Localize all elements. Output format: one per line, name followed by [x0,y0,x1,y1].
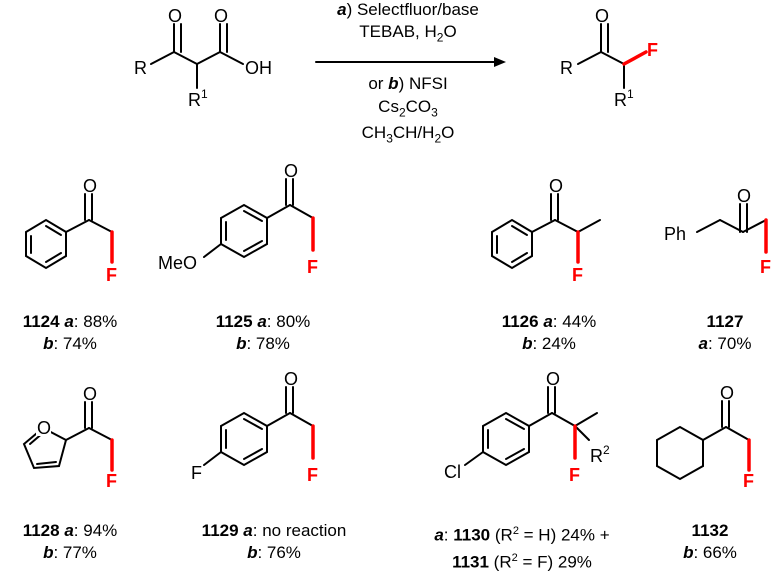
atom-O: O [546,369,560,389]
atom-O: O [168,6,182,26]
atom-OH: OH [245,58,272,78]
atom-Cl: Cl [444,462,461,482]
label-1132: 1132 b: 66% [683,521,737,562]
atom-R1: R1 [614,87,634,110]
atom-R: R [134,58,147,78]
product-general [577,23,648,89]
atom-R1: R1 [188,87,208,110]
structure-1130-1131 [464,386,598,467]
starting-material [150,23,244,89]
atom-F: F [191,463,202,483]
atom-F: F [647,40,658,60]
atom-R: R [560,58,573,78]
atom-O: O [214,6,228,26]
atom-F: F [572,265,583,285]
label-1129: 1129 a: no reaction b: 76% [201,521,347,562]
conditions-a-line2: TEBAB, H2O [359,22,457,45]
label-1128: 1128 a: 94% b: 77% [22,521,118,562]
structure-1129 [203,386,315,467]
structure-1127 [696,203,768,254]
atom-F: F [760,257,771,277]
structure-1124 [25,193,114,270]
atom-O: O [37,418,51,438]
label-1125: 1125 a: 80% b: 78% [215,312,311,353]
label-1126: 1126 a: 44% b: 24% [501,312,597,353]
structure-1125 [203,178,315,259]
atom-F: F [569,465,580,485]
conditions-a-line1: a) Selectfluor/base [337,0,479,19]
atom-O: O [737,186,751,206]
reaction-arrow [315,57,506,67]
conditions-b-line3: CH3CH/H2O [361,123,455,146]
atom-O: O [83,384,97,404]
atom-O: O [83,176,97,196]
conditions-b-line2: Cs2CO3 [378,97,438,120]
atom-F: F [743,471,754,491]
label-1127: 1127 a: 70% [698,312,752,353]
atom-F: F [106,471,117,491]
structure-1126 [491,193,601,270]
atom-O: O [595,6,609,26]
label-1124: 1124 a: 88% b: 74% [22,312,118,353]
atom-O: O [720,383,734,403]
atom-R2: R2 [590,443,610,466]
atom-F: F [307,465,318,485]
atom-O: O [284,369,298,389]
atom-O: O [284,161,298,181]
atom-Ph: Ph [664,224,686,244]
structure-1132 [656,400,751,481]
conditions-b-line1: or b) NFSI [368,74,448,93]
atom-F: F [106,265,117,285]
atom-O: O [549,176,563,196]
label-1130-1131: a: 1130 (R2 = H) 24% + 1131 (R2 = F) 29% [434,525,610,572]
atom-MeO: MeO [158,253,197,273]
atom-F: F [307,257,318,277]
